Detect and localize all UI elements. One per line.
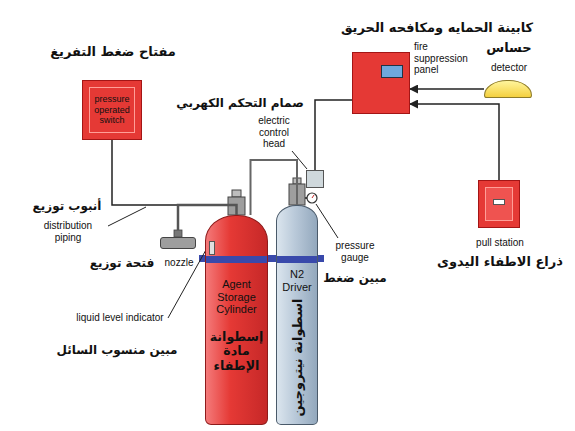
node-label: صمام التحكم الكهربي: [173, 97, 307, 111]
connector-line: [112, 140, 178, 230]
leader-line: [108, 207, 146, 226]
node-label: electric control head: [247, 115, 301, 150]
strap: [317, 255, 324, 262]
connector-line: [315, 100, 352, 170]
pressure-gauge-dial: [307, 193, 317, 203]
node-label: detector: [479, 62, 539, 74]
shape-part: [381, 65, 403, 78]
leader-line: [316, 204, 338, 238]
node-label: فتحة توزيع: [87, 257, 157, 271]
fire-suppression-panel: كابينة الحمايه ومكافحه الحريقfire suppre…: [352, 52, 410, 114]
node-label: Agent Storage Cylinder: [208, 278, 265, 316]
detector: حساسdetector: [484, 80, 532, 98]
electric-control-head: صمام التحكم الكهربيelectric control head: [306, 170, 324, 188]
nozzle-neck: [174, 230, 182, 237]
node-label: pull station: [450, 237, 550, 249]
pressure-switch: مفتاح ضغط التفريغpressure operated switc…: [82, 80, 142, 140]
shape-part: [493, 199, 505, 205]
connector-line: [410, 88, 484, 90]
node-label: حساس: [479, 41, 539, 56]
node-label: nozzle: [157, 257, 201, 269]
callout-label: مبين ضغط: [318, 272, 392, 286]
shape-part: [209, 241, 215, 255]
callout-label: أنبوب توزيع: [28, 200, 106, 214]
valve-knob: [232, 190, 241, 197]
callout-label: مبين منسوب السائل: [42, 344, 192, 358]
callout-label: distribution piping: [30, 220, 106, 243]
node-label: ذراع الاطفاء اليدوى: [425, 255, 575, 270]
node-label: اسطوانة نيتروجين: [291, 293, 306, 423]
node-label: كابينة الحمايه ومكافحه الحريق: [327, 21, 547, 36]
node-label: fire suppression panel: [414, 41, 478, 76]
nozzle: فتحة توزيعnozzle: [160, 237, 196, 249]
node-label: مفتاح ضغط التفريغ: [21, 45, 205, 60]
shape-part: [277, 256, 317, 263]
connector-line: [410, 104, 499, 180]
agent-storage-cylinder: Agent Storage Cylinder إسطوانة مادة الإطف…: [205, 215, 268, 425]
n2-driver-cylinder: N2 Driverاسطوانة نيتروجين: [276, 205, 318, 425]
shape-part: [206, 256, 267, 263]
node-label: pressure operated switch: [89, 87, 135, 133]
callout-label: pressure gauge: [326, 240, 384, 263]
pull-station: pull stationذراع الاطفاء اليدوى: [478, 180, 520, 228]
node-label: إسطوانة مادة الإطفاء: [208, 330, 265, 373]
callout-label: liquid level indicator: [72, 312, 168, 324]
gauge-needle: [312, 195, 314, 198]
node-label: N2 Driver: [278, 268, 316, 293]
